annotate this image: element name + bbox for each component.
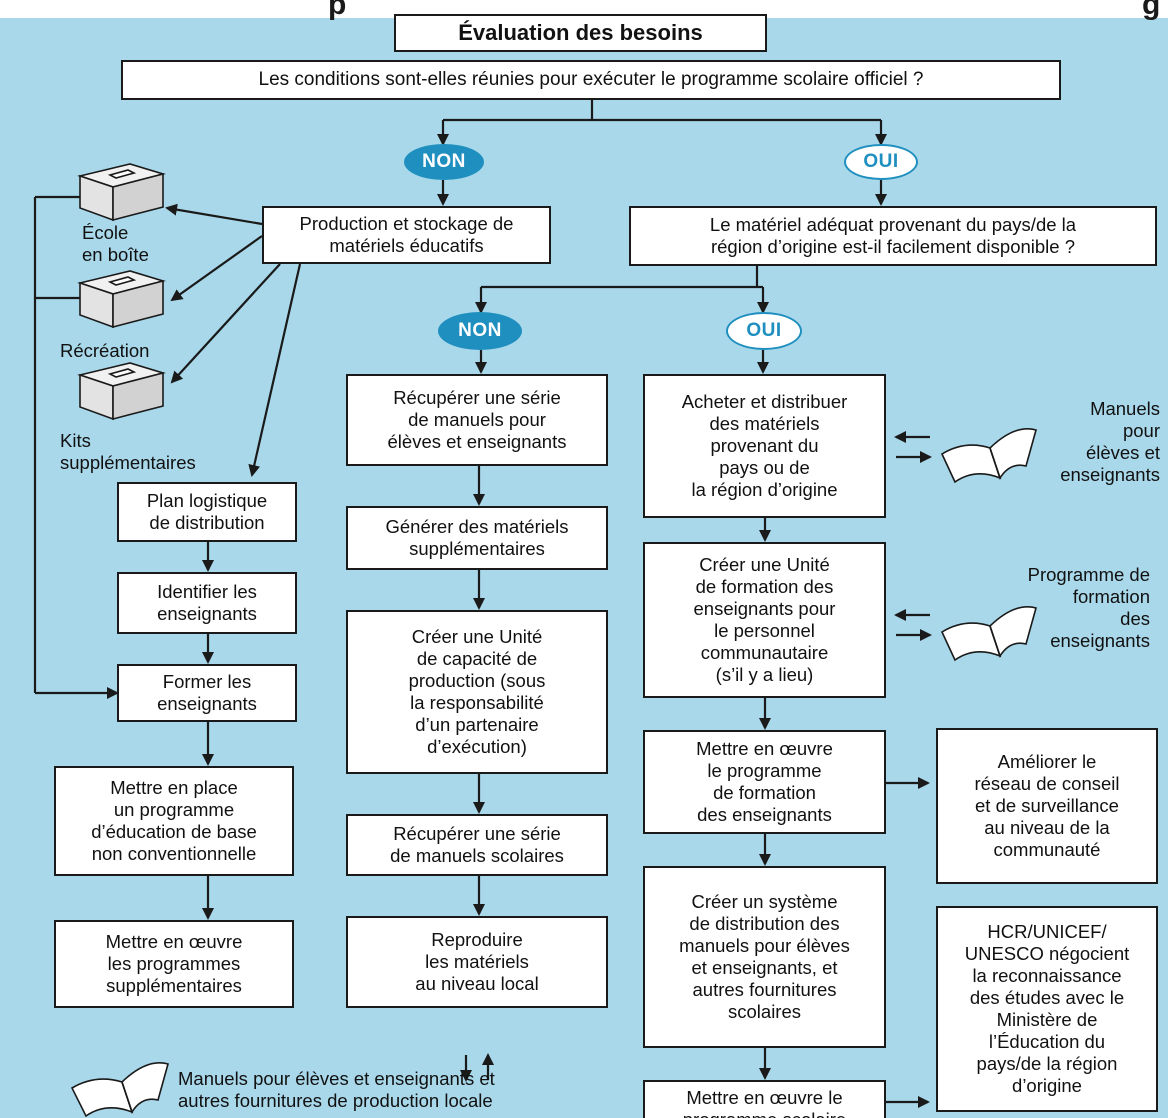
implement-supplementary-box: Mettre en œuvre les programmes supplémen…	[54, 920, 294, 1008]
logistics-plan-box: Plan logistique de distribution	[117, 482, 297, 542]
supplementary-kits-label: Kits supplémentaires	[60, 430, 196, 473]
cut-title-right: g	[1142, 0, 1161, 20]
implement-training-box: Mettre en œuvre le programme de formatio…	[643, 730, 886, 834]
implement-training-label: Mettre en œuvre le programme de formatio…	[696, 738, 833, 825]
official-curriculum-question-label: Les conditions sont-elles réunies pour e…	[258, 69, 924, 90]
distribution-system-box: Créer un système de distribution des man…	[643, 866, 886, 1048]
implement-curriculum-box: Mettre en œuvre le programme scolaire	[643, 1080, 886, 1118]
implement-curriculum-label: Mettre en œuvre le programme scolaire	[683, 1087, 846, 1118]
production-unit-label: Créer une Unité de capacité de productio…	[408, 626, 546, 757]
reproduce-materials-box: Reproduire les matériels au niveau local	[346, 916, 608, 1008]
yes-badge-2: OUI	[726, 312, 802, 350]
retrieve-school-manuals-box: Récupérer une série de manuels scolaires	[346, 814, 608, 876]
needs-assessment-box: Évaluation des besoins	[394, 14, 767, 52]
retrieve-manuals-box: Récupérer une série de manuels pour élèv…	[346, 374, 608, 466]
school-in-a-box-kit-icon	[77, 163, 166, 222]
needs-assessment-label: Évaluation des besoins	[458, 20, 703, 45]
production-storage-label: Production et stockage de matériels éduc…	[299, 213, 514, 256]
training-unit-box: Créer une Unité de formation des enseign…	[643, 542, 886, 698]
book-icon-manuals	[940, 428, 1037, 484]
production-unit-box: Créer une Unité de capacité de productio…	[346, 610, 608, 774]
generate-materials-label: Générer des matériels supplémentaires	[385, 516, 569, 559]
production-storage-box: Production et stockage de matériels éduc…	[262, 206, 551, 264]
book-icon-local	[70, 1062, 169, 1118]
cut-title: p g	[0, 0, 1168, 20]
recognition-label: HCR/UNICEF/ UNESCO négocient la reconnai…	[964, 921, 1130, 1096]
setup-basic-education-box: Mettre en place un programme d’éducation…	[54, 766, 294, 876]
recreation-kit-label: Récréation	[60, 340, 150, 361]
official-curriculum-question: Les conditions sont-elles réunies pour e…	[121, 60, 1061, 100]
retrieve-school-manuals-label: Récupérer une série de manuels scolaires	[390, 823, 564, 866]
yes-badge-1: OUI	[844, 144, 918, 180]
generate-materials-box: Générer des matériels supplémentaires	[346, 506, 608, 570]
identify-teachers-box: Identifier les enseignants	[117, 572, 297, 634]
material-availability-label: Le matériel adéquat provenant du pays/de…	[709, 214, 1077, 257]
training-program-books-label: Programme de formation des enseignants	[1027, 564, 1150, 651]
no-badge-2: NON	[438, 312, 522, 350]
supplementary-kit-icon	[77, 362, 166, 421]
material-availability-question: Le matériel adéquat provenant du pays/de…	[629, 206, 1157, 266]
school-in-a-box-label: École en boîte	[82, 222, 149, 265]
retrieve-manuals-label: Récupérer une série de manuels pour élèv…	[387, 387, 567, 452]
no-badge-1: NON	[404, 144, 484, 180]
improve-network-label: Améliorer le réseau de conseil et de sur…	[974, 751, 1120, 860]
reproduce-materials-label: Reproduire les matériels au niveau local	[415, 929, 539, 994]
book-icon-training	[940, 606, 1037, 662]
implement-supplementary-label: Mettre en œuvre les programmes supplémen…	[105, 931, 243, 996]
cut-title-left: p	[328, 0, 347, 20]
identify-teachers-label: Identifier les enseignants	[157, 581, 257, 624]
logistics-plan-label: Plan logistique de distribution	[146, 490, 268, 533]
distribution-system-label: Créer un système de distribution des man…	[679, 891, 850, 1022]
train-teachers-label: Former les enseignants	[157, 671, 257, 714]
buy-distribute-box: Acheter et distribuer des matériels prov…	[643, 374, 886, 518]
train-teachers-box: Former les enseignants	[117, 664, 297, 722]
improve-network-box: Améliorer le réseau de conseil et de sur…	[936, 728, 1158, 884]
recreation-kit-icon	[77, 270, 166, 329]
training-unit-label: Créer une Unité de formation des enseign…	[693, 554, 836, 685]
local-production-label: Manuels pour élèves et enseignants et au…	[178, 1068, 495, 1111]
buy-distribute-label: Acheter et distribuer des matériels prov…	[681, 391, 848, 500]
manuals-books-label: Manuels pour élèves et enseignants	[1060, 398, 1160, 485]
setup-basic-education-label: Mettre en place un programme d’éducation…	[91, 777, 257, 864]
recognition-box: HCR/UNICEF/ UNESCO négocient la reconnai…	[936, 906, 1158, 1112]
